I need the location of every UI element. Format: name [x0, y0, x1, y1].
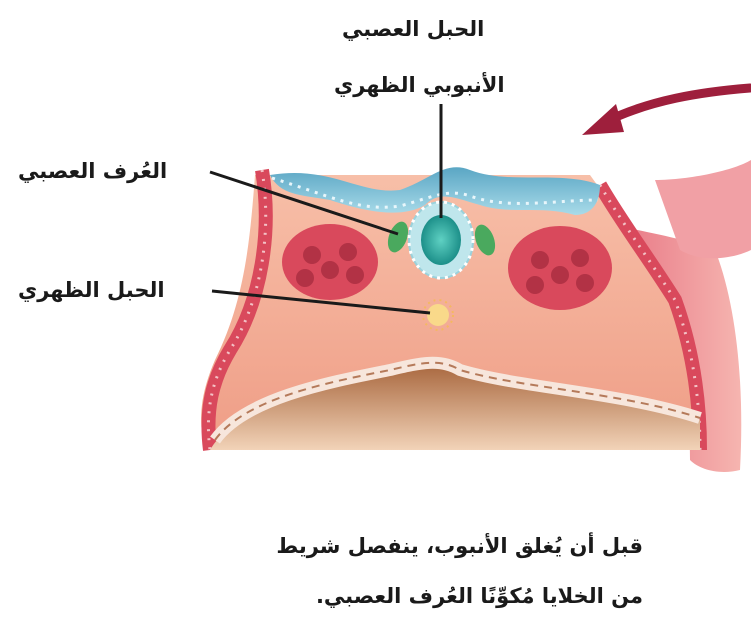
label-neural-crest: العُرف العصبي: [18, 158, 167, 184]
caption: قبل أن يُغلق الأنبوب، ينفصل شريط من الخل…: [163, 521, 643, 621]
somite-right: [508, 226, 612, 310]
curved-arrow: [605, 88, 750, 122]
arrowhead: [582, 104, 624, 135]
label-neural-cord: الحبل العصبي: [342, 16, 484, 42]
caption-line-2: من الخلايا مُكوِّنًا العُرف العصبي.: [163, 571, 643, 621]
caption-line-1: قبل أن يُغلق الأنبوب، ينفصل شريط: [163, 521, 643, 571]
somite-left: [282, 224, 378, 300]
label-dorsal-tube: الأنبوبي الظهري: [334, 72, 505, 98]
label-notochord: الحبل الظهري: [18, 277, 165, 303]
